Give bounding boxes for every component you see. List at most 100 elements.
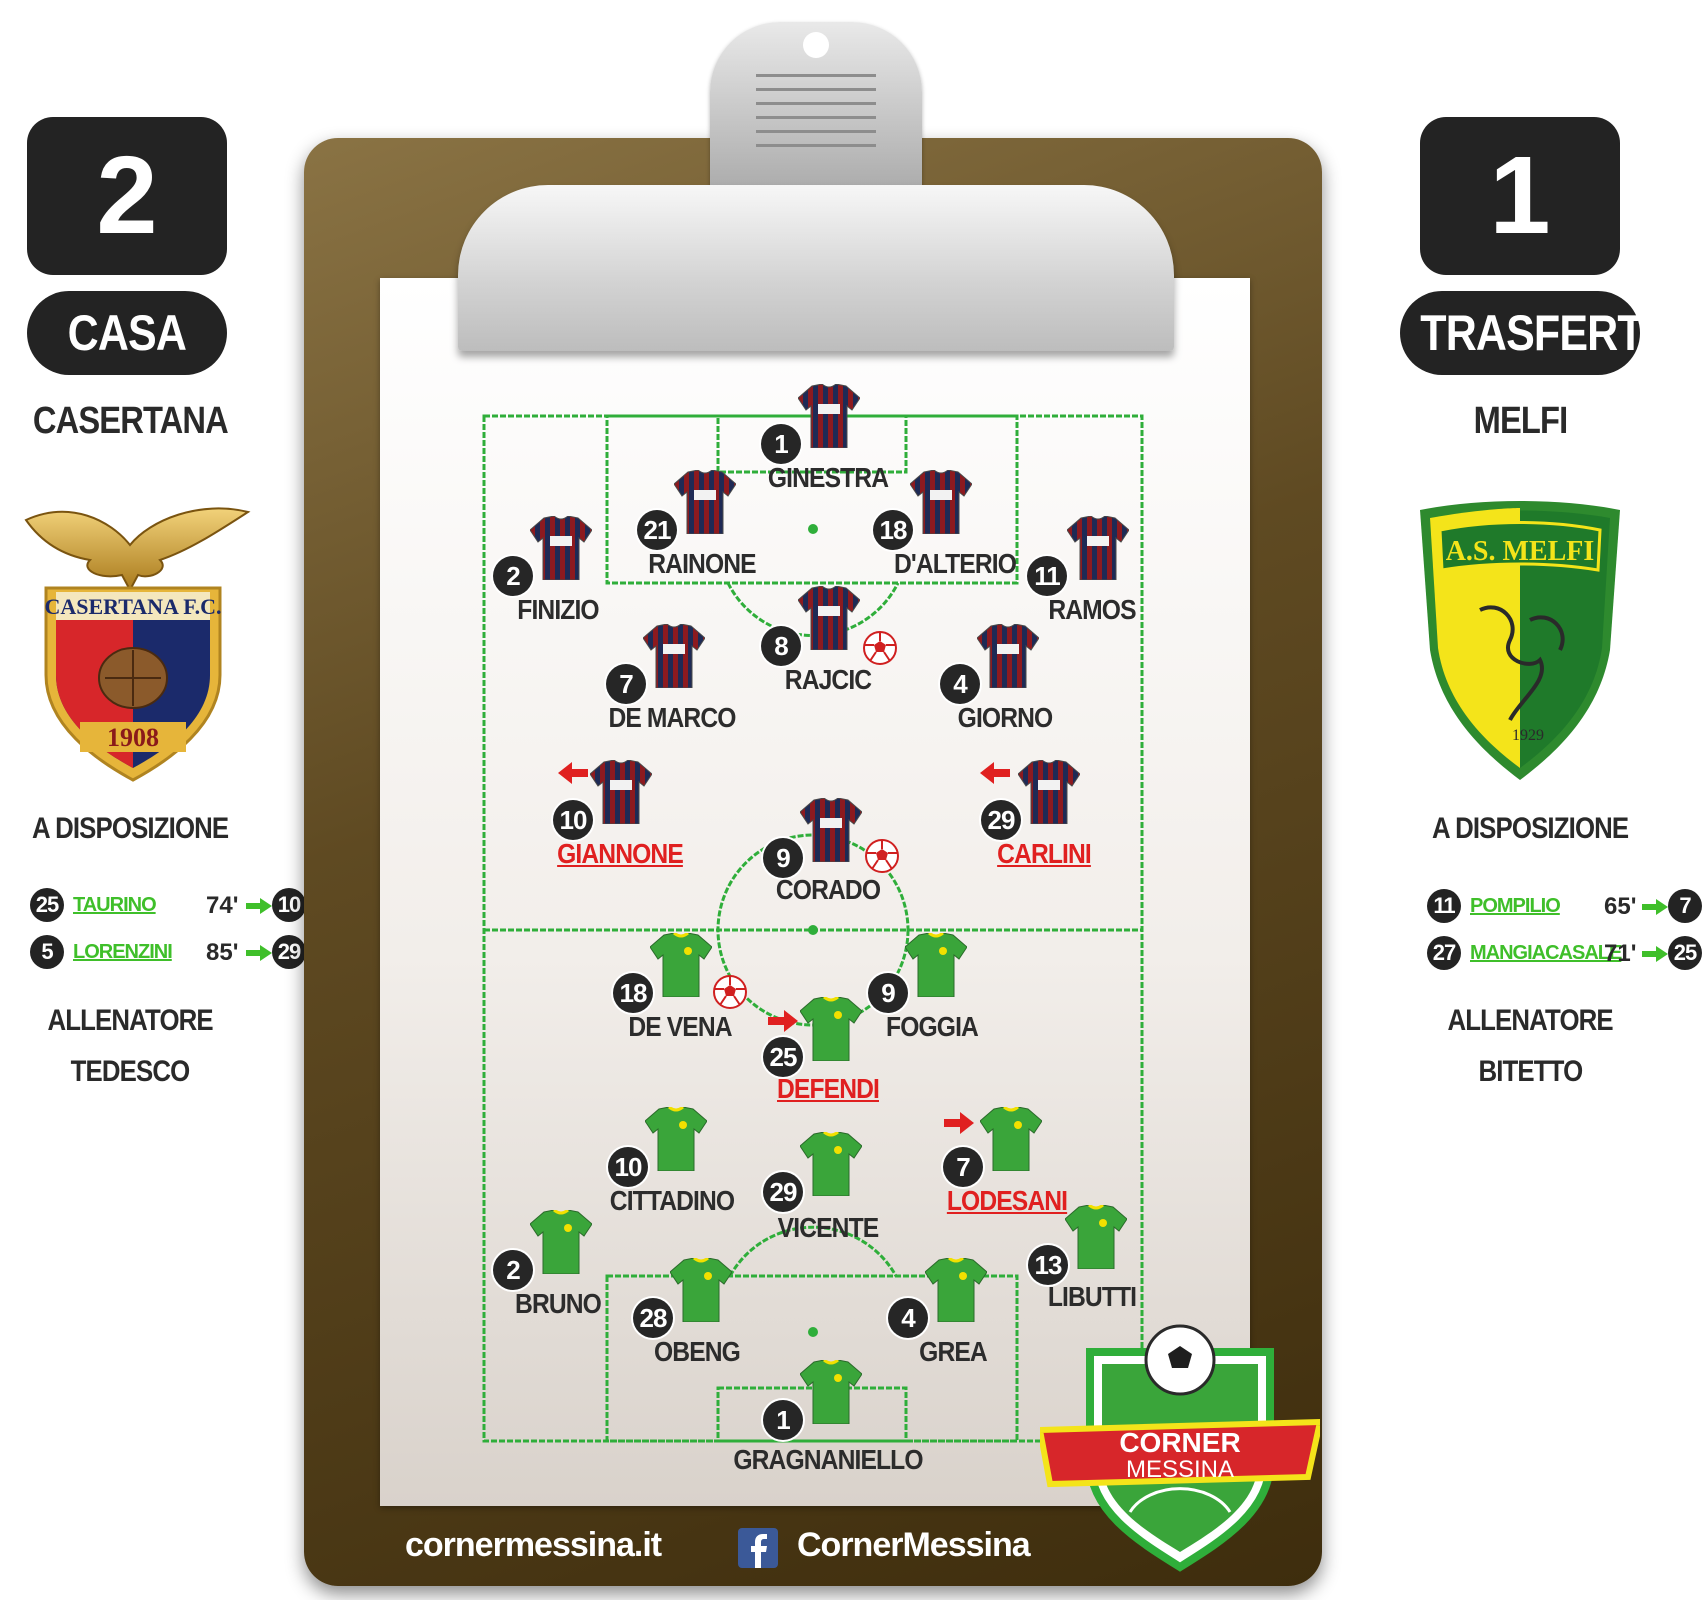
home-coach-name: TEDESCO bbox=[70, 1055, 191, 1088]
crest-text: A.S. MELFI bbox=[1446, 536, 1595, 567]
clip-hole bbox=[803, 32, 829, 58]
soccer-ball-icon bbox=[712, 974, 748, 1010]
away-score: 1 bbox=[1420, 117, 1620, 275]
melfi-crest-icon: A.S. MELFI 1929 bbox=[1420, 501, 1620, 780]
away-bench-label: A DISPOSIZIONE bbox=[1431, 812, 1629, 845]
away-player-name: CITTADINO bbox=[609, 1185, 735, 1216]
crest-year: 1929 bbox=[1512, 727, 1544, 744]
away-shirt-icon bbox=[1065, 1205, 1127, 1269]
away-replaced-number: 7 bbox=[1668, 889, 1702, 923]
home-sub-name[interactable]: LORENZINI bbox=[73, 941, 173, 963]
away-player-name: BRUNO bbox=[515, 1288, 602, 1319]
clip-groove bbox=[756, 144, 876, 147]
home-coach-label: ALLENATORE bbox=[47, 1004, 213, 1037]
home-player-name: GIANNONE bbox=[557, 838, 684, 869]
away-shirt-icon bbox=[645, 1107, 707, 1171]
red-arrow-icon bbox=[558, 762, 588, 784]
soccer-ball-icon bbox=[864, 838, 900, 874]
home-team-name: CASERTANA bbox=[32, 400, 228, 442]
footer-social[interactable]: CornerMessina bbox=[797, 1526, 1031, 1564]
logo-line2: MESSINA bbox=[1126, 1456, 1234, 1483]
red-arrow-icon bbox=[944, 1112, 974, 1134]
away-coach-label: ALLENATORE bbox=[1447, 1004, 1613, 1037]
clip-body bbox=[458, 185, 1174, 351]
away-player-name: VICENTE bbox=[777, 1212, 880, 1243]
away-shirt-icon bbox=[925, 1258, 987, 1322]
home-replaced-number: 29 bbox=[272, 935, 306, 969]
home-player-name: D'ALTERIO bbox=[893, 548, 1017, 579]
home-sub-minute: 85' bbox=[206, 939, 239, 966]
away-player-number: 29 bbox=[763, 1172, 803, 1212]
home-tag: CASA bbox=[27, 291, 227, 375]
away-sub-number: 27 bbox=[1427, 936, 1461, 970]
home-player-name: DE MARCO bbox=[608, 702, 736, 733]
away-player-name: LIBUTTI bbox=[1047, 1281, 1137, 1312]
home-sub-name[interactable]: TAURINO bbox=[73, 894, 157, 916]
away-player-name: GRAGNANIELLO bbox=[733, 1444, 923, 1475]
away-shirt-icon bbox=[800, 997, 862, 1061]
home-player-name: RAMOS bbox=[1048, 594, 1136, 625]
clip-groove bbox=[756, 88, 876, 91]
away-tag: TRASFERTA bbox=[1400, 291, 1671, 375]
away-sub-number: 11 bbox=[1427, 889, 1461, 923]
home-shirt-icon bbox=[1018, 760, 1080, 824]
home-score: 2 bbox=[27, 117, 227, 275]
away-player-number: 2 bbox=[493, 1250, 533, 1290]
footer-site[interactable]: cornermessina.it bbox=[405, 1526, 662, 1564]
home-player-number: 8 bbox=[761, 626, 801, 666]
green-arrow-icon bbox=[246, 898, 272, 914]
home-shirt-icon bbox=[798, 586, 860, 650]
away-player-name: DEFENDI bbox=[777, 1073, 880, 1104]
home-player-number: 2 bbox=[493, 556, 533, 596]
clip-groove bbox=[756, 74, 876, 77]
home-player-number: 29 bbox=[981, 800, 1021, 840]
away-shirt-icon bbox=[670, 1258, 732, 1322]
home-sub-number: 5 bbox=[30, 935, 64, 969]
home-player-number: 11 bbox=[1027, 556, 1067, 596]
soccer-ball-icon bbox=[862, 630, 898, 666]
home-player-number: 4 bbox=[940, 664, 980, 704]
home-shirt-icon bbox=[800, 798, 862, 862]
home-player-number: 9 bbox=[763, 838, 803, 878]
home-shirt-icon bbox=[643, 624, 705, 688]
away-player-name: OBENG bbox=[654, 1336, 741, 1367]
away-sub-name[interactable]: POMPILIO bbox=[1470, 895, 1561, 917]
crest-year: 1908 bbox=[107, 723, 159, 752]
away-coach-name: BITETTO bbox=[1478, 1055, 1583, 1088]
away-player-number: 28 bbox=[633, 1298, 673, 1338]
clip-groove bbox=[756, 130, 876, 133]
home-shirt-icon bbox=[1067, 516, 1129, 580]
away-player-name: LODESANI bbox=[946, 1185, 1068, 1216]
home-shirt-icon bbox=[910, 470, 972, 534]
home-shirt-icon bbox=[530, 516, 592, 580]
facebook-icon[interactable] bbox=[738, 1528, 778, 1568]
home-player-name: CORADO bbox=[775, 874, 881, 905]
away-player-number: 10 bbox=[608, 1147, 648, 1187]
home-player-number: 10 bbox=[553, 800, 593, 840]
away-sub-name[interactable]: MANGIACASALE bbox=[1470, 942, 1622, 964]
away-shirt-icon bbox=[530, 1210, 592, 1274]
home-shirt-icon bbox=[977, 624, 1039, 688]
away-player-number: 1 bbox=[763, 1400, 803, 1440]
home-sub-minute: 74' bbox=[206, 892, 239, 919]
green-arrow-icon bbox=[1642, 946, 1668, 962]
home-player-number: 7 bbox=[606, 664, 646, 704]
away-player-number: 18 bbox=[613, 973, 653, 1013]
away-player-name: DE VENA bbox=[628, 1011, 732, 1042]
logo-line1: CORNER bbox=[1119, 1427, 1240, 1458]
home-replaced-number: 10 bbox=[272, 888, 306, 922]
crest-text: CASERTANA F.C. bbox=[44, 594, 221, 619]
home-player-name: RAJCIC bbox=[784, 664, 872, 695]
home-player-number: 1 bbox=[761, 424, 801, 464]
away-player-number: 4 bbox=[888, 1298, 928, 1338]
green-arrow-icon bbox=[1642, 899, 1668, 915]
home-player-number: 18 bbox=[873, 510, 913, 550]
away-team-name: MELFI bbox=[1473, 400, 1568, 442]
away-shirt-icon bbox=[650, 933, 712, 997]
away-player-name: GREA bbox=[919, 1336, 988, 1367]
red-arrow-icon bbox=[768, 1010, 798, 1032]
away-player-number: 9 bbox=[868, 973, 908, 1013]
away-replaced-number: 25 bbox=[1668, 936, 1702, 970]
home-sub-number: 25 bbox=[30, 888, 64, 922]
away-player-number: 25 bbox=[763, 1037, 803, 1077]
